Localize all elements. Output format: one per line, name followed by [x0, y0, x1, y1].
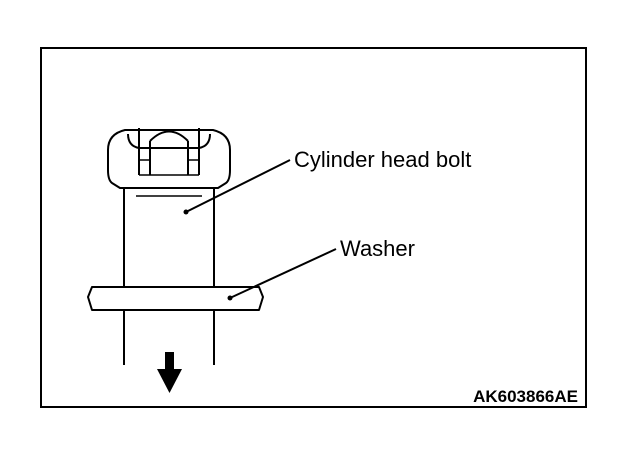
washer-leader-dot	[227, 295, 233, 301]
bolt-illustration	[87, 128, 264, 365]
down-arrow-icon	[157, 352, 182, 393]
bolt-leader-dot	[183, 209, 189, 215]
bolt-shank-upper	[123, 188, 215, 287]
bolt-label: Cylinder head bolt	[294, 147, 471, 172]
washer-leader-line	[229, 248, 337, 299]
diagram-frame	[40, 47, 587, 408]
washer-label: Washer	[340, 236, 415, 261]
washer-shape	[87, 286, 264, 311]
bolt-leader-line	[185, 159, 291, 213]
figure-code: AK603866AE	[473, 387, 578, 406]
bolt-head	[107, 129, 231, 189]
bolt-head-socket-detail	[139, 159, 199, 176]
bolt-head-socket	[127, 128, 211, 175]
bolt-shank-lower	[123, 310, 215, 365]
